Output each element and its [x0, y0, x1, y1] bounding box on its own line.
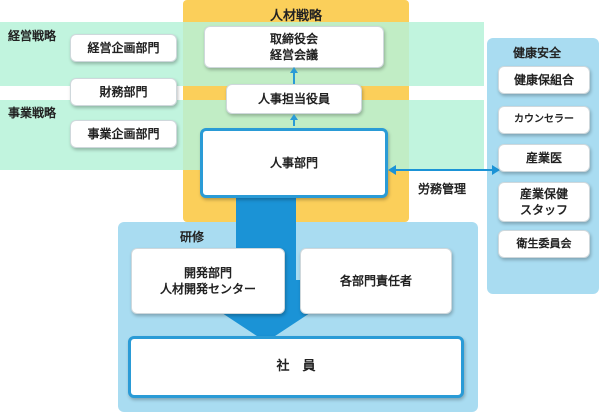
employees-box: 社 員 — [128, 336, 464, 398]
labor-arrow-head-left — [388, 165, 396, 175]
industrial-physician-box: 産業医 — [498, 144, 590, 172]
board-box: 取締役会 経営会議 — [204, 26, 384, 68]
connector-arrows — [290, 67, 298, 126]
hr-officer-box: 人事担当役員 — [226, 84, 362, 114]
health-safety-label: 健康安全 — [513, 46, 562, 60]
connector-head-upper — [290, 67, 298, 73]
hr-strategy-label: 人材戦略 — [270, 9, 323, 24]
connector-head-lower — [290, 114, 298, 120]
health-insurance-box: 健康保組合 — [498, 66, 590, 94]
business-planning-box: 事業企画部門 — [70, 120, 177, 148]
training-label: 研修 — [180, 230, 205, 244]
counselor-box: カウンセラー — [498, 106, 590, 134]
development-box: 開発部門 人材開発センター — [131, 248, 285, 314]
management-strategy-label: 経営戦略 — [8, 29, 57, 43]
management-planning-box: 経営企画部門 — [70, 34, 177, 62]
business-strategy-label: 事業戦略 — [8, 106, 57, 120]
dept-managers-box: 各部門責任者 — [300, 248, 452, 314]
labor-arrow-head-right — [492, 165, 500, 175]
occupational-health-staff-box: 産業保健 スタッフ — [498, 182, 590, 222]
health-committee-box: 衛生委員会 — [498, 230, 590, 258]
hr-department-box: 人事部門 — [200, 128, 388, 198]
labor-management-label: 労務管理 — [418, 182, 467, 196]
finance-box: 財務部門 — [70, 78, 177, 106]
labor-management-arrow — [388, 165, 500, 175]
